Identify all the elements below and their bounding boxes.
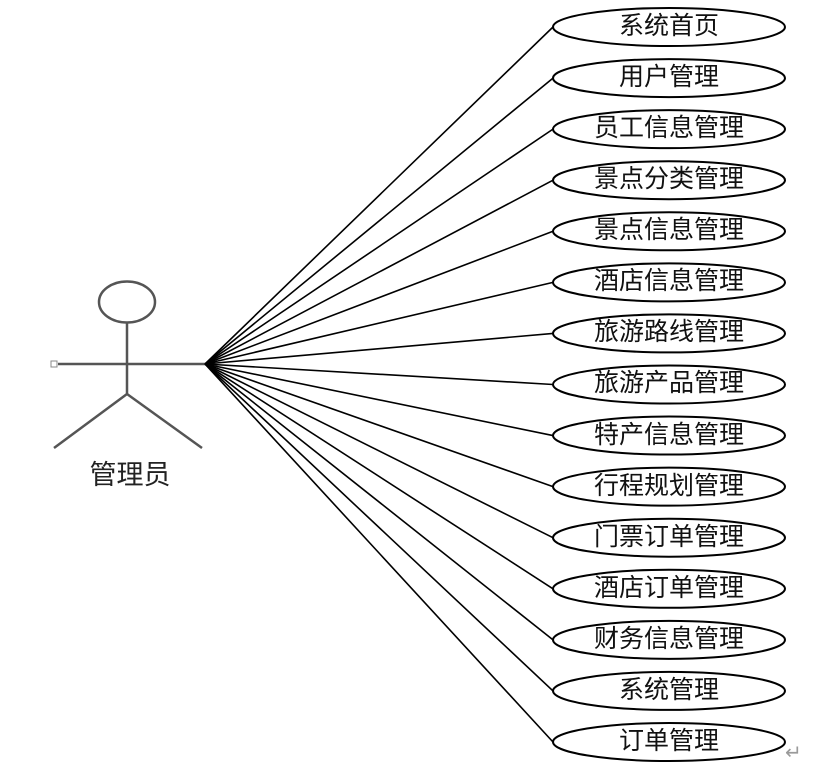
use-case-ellipse	[552, 211, 786, 252]
use-case-label: 行程规划管理	[593, 470, 744, 500]
association-line	[204, 230, 554, 365]
use-case-ellipse	[552, 721, 786, 762]
use-case-ellipse	[552, 109, 786, 150]
association-line	[204, 363, 554, 437]
use-case-item[interactable]: 用户管理	[553, 59, 785, 97]
association-line	[204, 363, 554, 692]
association-line	[204, 128, 554, 365]
use-case-ellipse	[552, 619, 786, 660]
use-case-label: 用户管理	[618, 62, 719, 92]
use-case-ellipse	[552, 568, 786, 609]
use-case-label: 财务信息管理	[593, 623, 744, 653]
association-line	[204, 26, 554, 365]
use-case-item[interactable]: 财务信息管理	[553, 621, 785, 659]
use-case-label: 景点信息管理	[593, 215, 744, 245]
actor-right-leg	[126, 392, 203, 450]
use-case-ellipse	[552, 313, 786, 354]
connection-handle[interactable]	[50, 360, 58, 368]
use-case-label: 订单管理	[618, 725, 719, 755]
actor-head	[97, 280, 157, 324]
association-line	[204, 332, 554, 365]
association-line	[204, 363, 554, 539]
use-case-label: 特产信息管理	[593, 419, 744, 449]
use-case-ellipse	[552, 670, 786, 711]
use-case-label: 员工信息管理	[593, 113, 744, 143]
use-case-ellipses	[552, 7, 786, 762]
use-case-item[interactable]: 门票订单管理	[553, 519, 785, 557]
use-case-ellipse	[552, 517, 786, 558]
association-line	[204, 363, 554, 590]
use-case-item[interactable]: 旅游产品管理	[553, 365, 785, 403]
use-case-ellipse	[552, 58, 786, 99]
actor-left-leg	[53, 392, 128, 450]
use-case-label: 酒店订单管理	[593, 572, 744, 602]
use-case-label: 系统管理	[618, 674, 719, 704]
actor-figure	[53, 280, 205, 450]
use-case-label: 酒店信息管理	[593, 266, 744, 296]
use-case-item[interactable]: 景点信息管理	[553, 212, 785, 250]
use-case-label: 旅游路线管理	[593, 317, 744, 347]
use-case-item[interactable]: 行程规划管理	[553, 468, 785, 506]
use-case-item[interactable]: 系统首页	[553, 8, 785, 46]
use-case-item[interactable]: 系统管理	[553, 672, 785, 710]
association-line	[204, 77, 554, 365]
use-case-item[interactable]: 订单管理	[553, 723, 785, 761]
association-line	[204, 363, 554, 743]
association-lines	[204, 26, 554, 743]
use-case-ellipse	[552, 364, 786, 405]
use-case-ellipse	[552, 415, 786, 456]
association-line	[204, 363, 554, 488]
use-case-item[interactable]: 景点分类管理	[553, 161, 785, 199]
use-case-item[interactable]: 酒店信息管理	[553, 263, 785, 301]
use-case-label: 旅游产品管理	[593, 368, 744, 398]
use-case-label: 景点分类管理	[593, 164, 744, 194]
use-case-ellipse	[552, 160, 786, 201]
use-case-ellipse	[552, 262, 786, 303]
use-case-item[interactable]: 特产信息管理	[553, 417, 785, 455]
use-case-item[interactable]: 旅游路线管理	[553, 314, 785, 352]
use-case-ellipse	[552, 466, 786, 507]
actor-label: 管理员	[89, 460, 171, 491]
association-line	[204, 281, 554, 365]
association-line	[204, 179, 554, 365]
paragraph-return-icon: ↵	[785, 740, 802, 764]
use-case-item[interactable]: 员工信息管理	[553, 110, 785, 148]
association-line	[204, 363, 554, 386]
use-case-label: 系统首页	[618, 11, 719, 40]
use-case-ellipse	[552, 7, 786, 47]
use-case-item[interactable]: 酒店订单管理	[553, 570, 785, 608]
use-case-label: 门票订单管理	[593, 521, 744, 551]
association-line	[204, 363, 554, 641]
